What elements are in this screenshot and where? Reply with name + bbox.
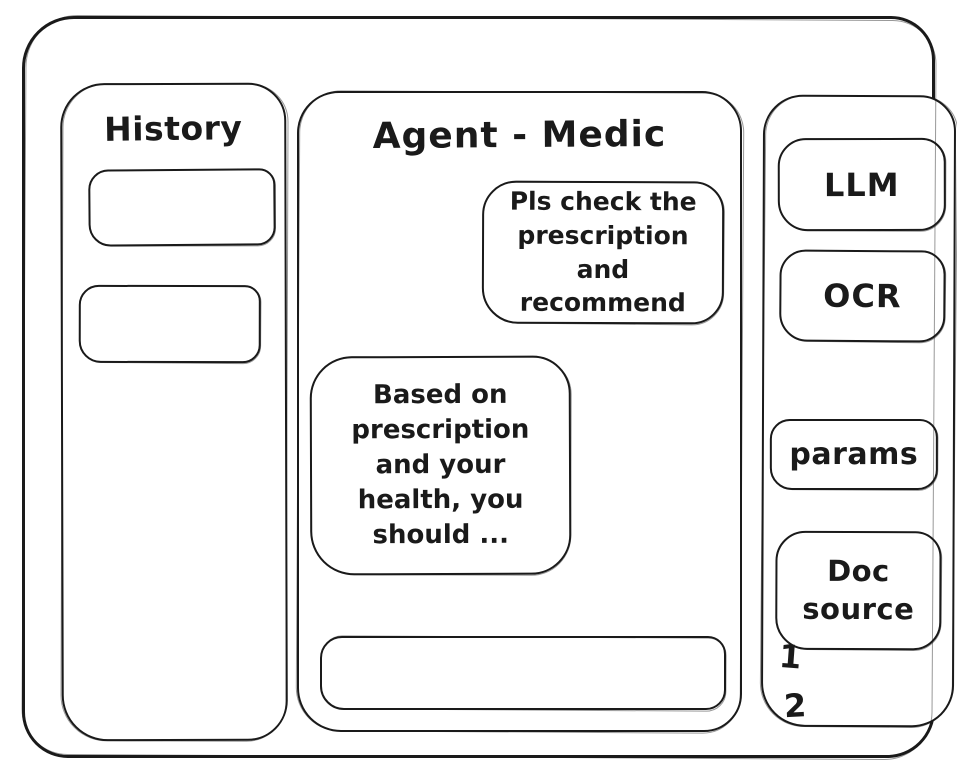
chat-title: Agent - Medic — [372, 113, 667, 158]
user-message-text: Pls check the prescription and recommend — [509, 186, 697, 318]
history-item[interactable] — [78, 284, 261, 364]
params-button[interactable]: params — [769, 418, 938, 490]
ocr-button[interactable]: OCR — [779, 249, 946, 343]
chat-panel: Agent - Medic Pls check the prescription… — [297, 91, 742, 732]
chat-input[interactable] — [322, 638, 724, 708]
assistant-message-text: Based on prescription and your health, y… — [351, 379, 530, 551]
doc-source-button[interactable]: Doc source — [775, 530, 942, 651]
doc-source-item-1[interactable]: 1 — [777, 636, 803, 677]
chat-input-box — [320, 636, 726, 710]
doc-source-button-label: Doc source — [802, 553, 915, 626]
history-title: History — [103, 108, 243, 149]
history-panel: History — [60, 82, 288, 742]
history-item[interactable] — [88, 168, 276, 247]
assistant-message-bubble: Based on prescription and your health, y… — [309, 355, 572, 576]
params-button-label: params — [789, 436, 919, 472]
tools-panel: LLM OCR params Doc source 1 2 — [760, 94, 957, 728]
doc-source-item-2[interactable]: 2 — [783, 686, 808, 726]
ocr-button-label: OCR — [823, 276, 902, 316]
llm-button-label: LLM — [823, 165, 900, 204]
llm-button[interactable]: LLM — [777, 137, 946, 232]
app-window-frame: History Agent - Medic Pls check the pres… — [22, 16, 957, 758]
user-message-bubble: Pls check the prescription and recommend — [481, 180, 725, 325]
